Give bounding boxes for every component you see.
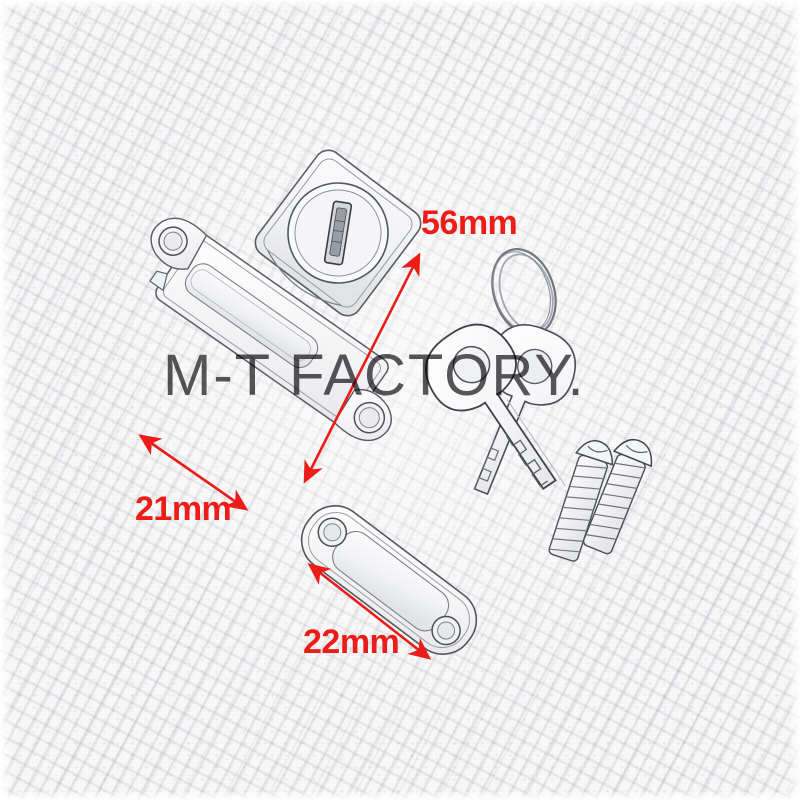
dimension-label-21mm: 21mm: [135, 490, 232, 528]
dimension-label-22mm: 22mm: [303, 623, 400, 661]
dimension-label-56mm: 56mm: [421, 204, 518, 242]
dimension-arrow-21mm: [138, 434, 249, 511]
watermark-text: M-T FACTORY.: [163, 342, 586, 408]
dimension-arrow-56mm: [303, 252, 421, 484]
dimension-arrow-22mm: [307, 563, 432, 660]
